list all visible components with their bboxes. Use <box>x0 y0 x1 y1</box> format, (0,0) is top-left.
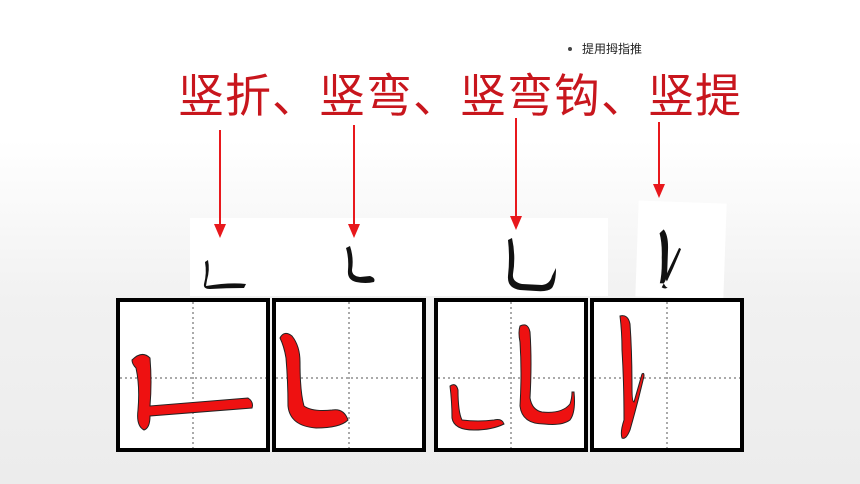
brush-stroke-shuwan <box>346 246 375 283</box>
red-stroke-shuwangou-small <box>449 384 505 431</box>
practice-grid-shuwan <box>272 298 426 452</box>
presenter-note: 提用拇指推 <box>568 40 642 57</box>
arrow-shuzhe <box>214 130 226 238</box>
red-stroke-shuwangou-large <box>518 324 575 425</box>
note-text: 提用拇指推 <box>582 42 643 56</box>
slide-title: 竖折、竖弯、竖弯钩、竖提 <box>178 69 742 123</box>
bullet-icon <box>568 46 572 51</box>
red-stroke-shuwan <box>279 332 349 429</box>
practice-grid-shuwangou <box>434 298 588 452</box>
brush-reference-strip <box>190 218 608 296</box>
brush-reference-strip <box>635 200 727 300</box>
arrow-shuti <box>653 122 665 198</box>
red-stroke-shuzhe <box>131 354 253 431</box>
practice-grid-shuti <box>590 298 744 452</box>
brush-stroke-shuti <box>659 229 669 284</box>
brush-stroke-shuwangou <box>507 238 556 292</box>
red-stroke-shuti <box>619 315 645 439</box>
arrow-shuwan <box>348 125 360 238</box>
practice-grid-shuzhe <box>116 298 270 452</box>
brush-stroke-shuzhe <box>203 260 246 289</box>
arrow-shuwangou <box>510 118 522 230</box>
